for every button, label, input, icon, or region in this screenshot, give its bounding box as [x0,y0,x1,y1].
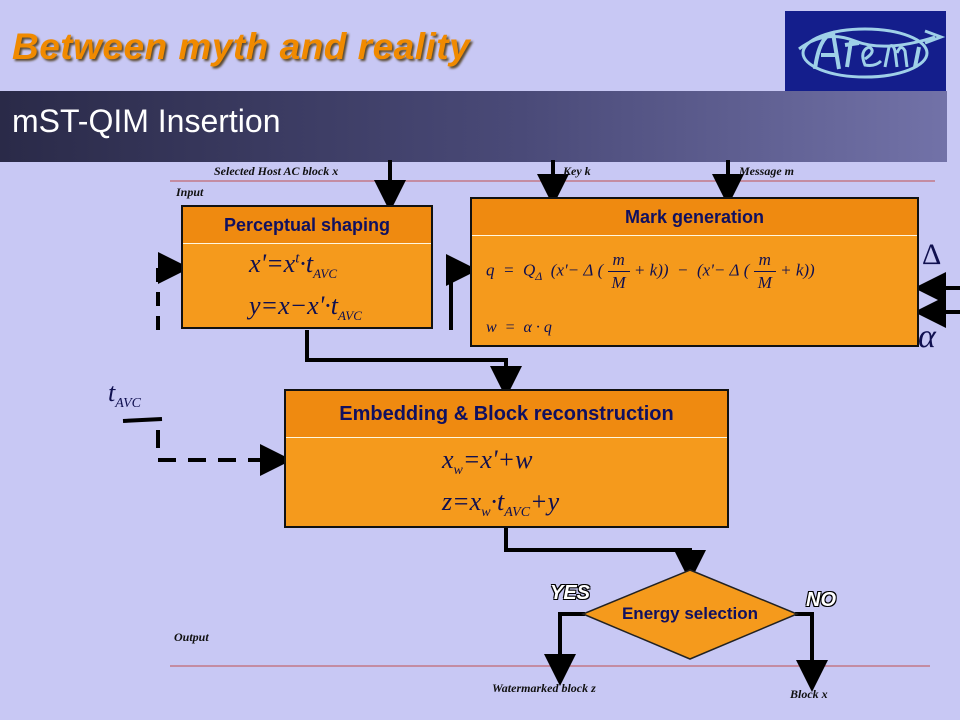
perceptual-shaping-box: Perceptual shaping x'=xt·tAVC y=x−x'·tAV… [181,205,433,329]
slide-title: Between myth and reality [12,26,471,67]
delta-symbol: Δ [922,238,942,271]
embedding-title: Embedding & Block reconstruction [286,391,727,438]
logo-graphic [798,27,946,79]
watermarked-label: Watermarked block z [492,681,596,695]
section-title: mST-QIM Insertion [12,103,281,139]
output-label: Output [174,630,209,644]
artemis-logo [785,11,946,91]
energy-selection-label: Energy selection [621,604,759,623]
perceptual-to-mark-arrow [446,254,478,330]
perceptual-shaping-title: Perceptual shaping [183,207,431,244]
perceptual-eq-1: x'=xt·tAVC [249,249,337,282]
input-label: Input [176,185,204,199]
tavc-to-embedding-arrow [156,430,292,476]
embedding-eq-1: xw=x'+w [442,445,533,479]
perceptual-to-embedding-arrow [305,330,522,398]
tavc-subscript: AVC [115,396,141,412]
no-output-arrow [795,612,828,692]
no-label: NO [806,589,836,611]
block-x-label: Block x [790,687,828,701]
section-banner: mST-QIM Insertion [0,91,947,162]
yes-label: YES [550,582,591,604]
mark-generation-title: Mark generation [472,199,917,236]
embedding-to-decision-arrow [504,528,706,582]
host-block-label: Selected Host AC block x [214,164,339,178]
embedding-box: Embedding & Block reconstruction xw=x'+w… [284,389,729,528]
alpha-symbol: α [918,318,936,355]
perceptual-eq-2: y=x−x'·tAVC [249,291,362,324]
tavc-marker [122,417,163,423]
embedding-eq-2: z=xw·tAVC+y [442,487,560,521]
key-label: Key k [563,164,591,178]
message-label: Message m [739,164,794,178]
tavc-base: t [108,378,116,407]
mark-eq-2: w = α · q [486,319,552,336]
tavc-symbol: tAVC [108,378,141,412]
yes-output-arrow [544,612,585,686]
tavc-to-perceptual-arrow [156,252,190,330]
energy-selection-diamond [581,569,799,660]
